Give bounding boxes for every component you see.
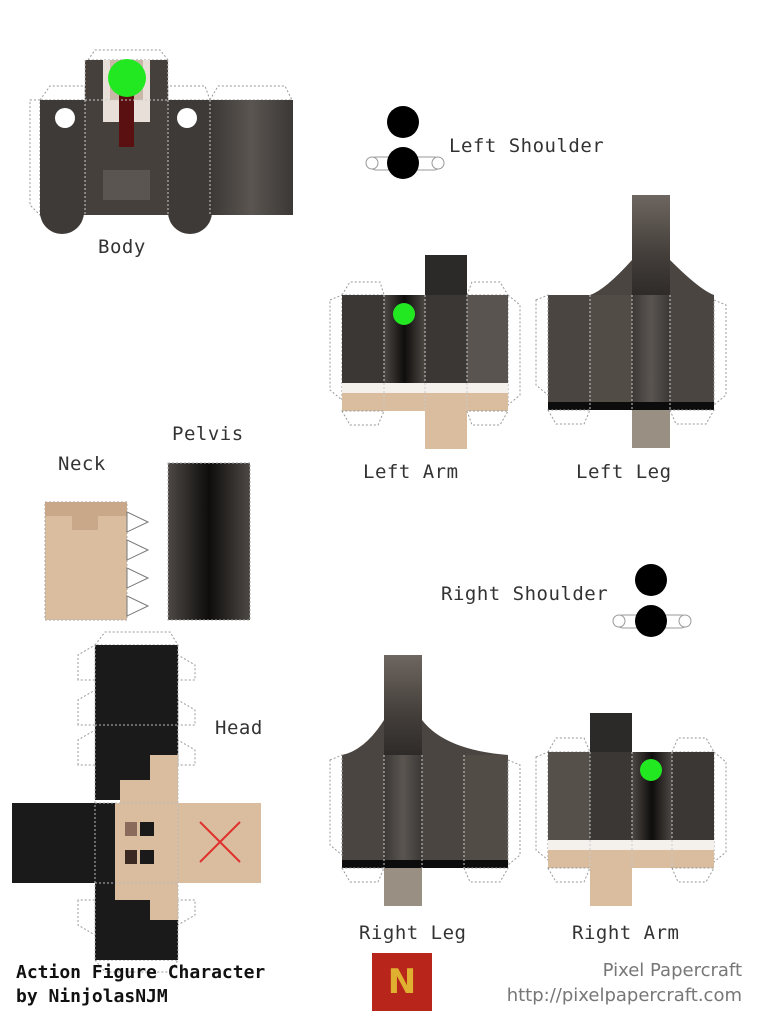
neck-label: Neck [58, 453, 106, 475]
credit-title: Action Figure Character [16, 962, 266, 983]
right-leg-part [329, 655, 521, 906]
site-url-link[interactable]: http://pixelpapercraft.com [506, 985, 742, 1006]
body-marker-dot [108, 59, 146, 97]
right-leg-label: Right Leg [359, 922, 467, 944]
head-part [12, 631, 261, 973]
right-shoulder-part [612, 564, 692, 637]
right-arm-label: Right Arm [572, 922, 680, 944]
pixel-papercraft-logo: N [372, 953, 432, 1011]
left-arm-label: Left Arm [363, 461, 459, 483]
credit-author: by NinjolasNJM [16, 986, 168, 1007]
left-shoulder-label: Left Shoulder [449, 135, 605, 157]
left-leg-part [535, 195, 727, 448]
logo-letter: N [387, 962, 417, 1002]
left-leg-label: Left Leg [576, 461, 672, 483]
head-label: Head [215, 717, 263, 739]
left-shoulder-part [365, 106, 445, 179]
neck-part [44, 501, 150, 621]
left-arm-part [329, 255, 521, 449]
pelvis-label: Pelvis [172, 423, 244, 445]
right-arm-part [535, 713, 727, 906]
pelvis-part [167, 462, 251, 621]
body-label: Body [98, 236, 146, 258]
right-shoulder-label: Right Shoulder [441, 583, 609, 605]
left-arm-marker-dot [393, 303, 415, 325]
site-name: Pixel Papercraft [602, 960, 742, 981]
right-arm-marker-dot [640, 759, 662, 781]
body-part [29, 49, 293, 234]
